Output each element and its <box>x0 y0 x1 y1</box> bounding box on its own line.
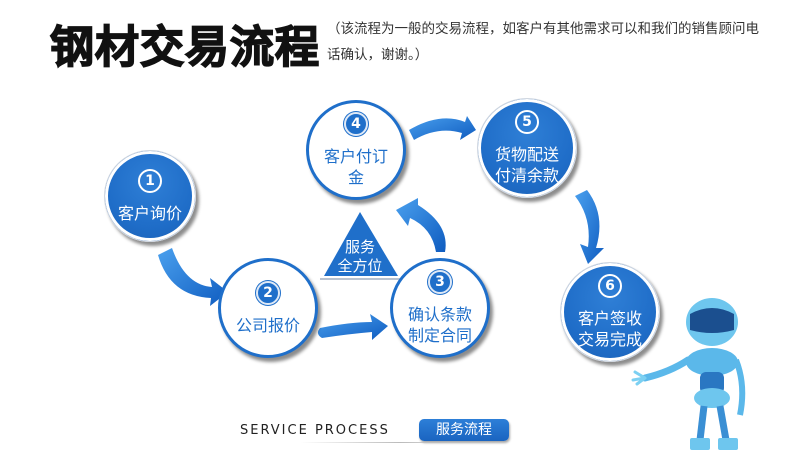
step-6-label: 客户签收 交易完成 <box>577 309 642 349</box>
footer-divider <box>300 442 500 443</box>
step-3: 3 确认条款 制定合同 <box>390 258 490 358</box>
page-title: 钢材交易流程 <box>49 21 320 74</box>
step-6-number: 6 <box>598 274 622 298</box>
arrow-3-to-4 <box>396 198 446 252</box>
step-2-label: 公司报价 <box>235 315 300 335</box>
arrow-1-to-2 <box>158 248 228 306</box>
arrow-4-to-5 <box>409 116 476 140</box>
service-triangle <box>324 212 398 276</box>
step-1-label: 客户询价 <box>117 203 182 223</box>
step-2: 2 公司报价 <box>218 258 318 358</box>
step-3-number: 3 <box>428 270 452 294</box>
step-6: 6 客户签收 交易完成 <box>560 262 660 362</box>
step-4: 4 客户付订 金 <box>306 100 406 200</box>
step-1: 1 客户询价 <box>104 150 196 242</box>
step-4-number: 4 <box>344 112 368 136</box>
step-5-number: 5 <box>515 110 539 134</box>
arrow-2-to-3 <box>317 314 388 340</box>
step-4-label: 客户付订 金 <box>323 147 388 187</box>
step-3-label: 确认条款 制定合同 <box>407 305 472 345</box>
process-note: （该流程为一般的交易流程，如客户有其他需求可以和我们的销售顾问电话确认，谢谢。） <box>327 21 759 63</box>
robot-illustration <box>631 298 746 450</box>
service-process-button[interactable]: 服务流程 <box>419 419 509 441</box>
service-center-label: 服务 全方位 <box>337 238 383 275</box>
step-2-number: 2 <box>256 280 280 305</box>
step-1-number: 1 <box>138 168 162 193</box>
footer-english-label: SERVICE PROCESS <box>240 423 390 438</box>
step-5: 5 货物配送 付清余款 <box>477 98 577 198</box>
step-5-label: 货物配送 付清余款 <box>494 145 559 185</box>
arrow-5-to-6 <box>575 190 604 264</box>
